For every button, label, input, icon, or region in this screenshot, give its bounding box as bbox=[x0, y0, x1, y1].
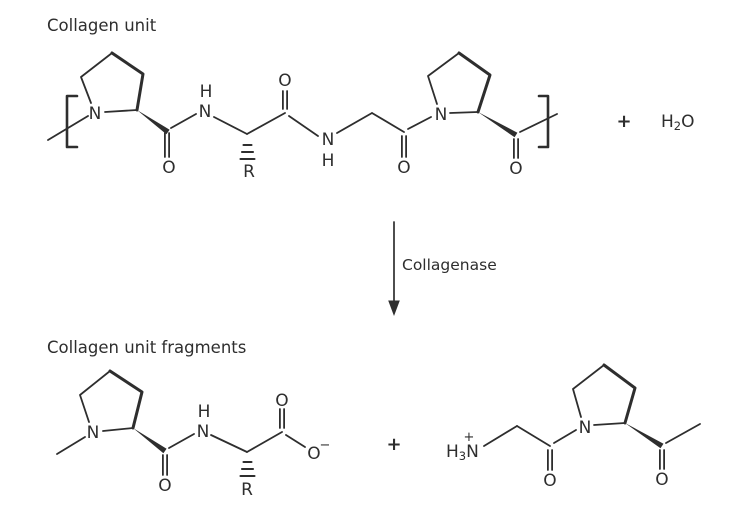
water-formula: H2O bbox=[661, 112, 695, 133]
atom-label-n: N bbox=[579, 418, 592, 438]
atom-label-n: N bbox=[87, 423, 100, 443]
n-methyl-bond bbox=[56, 436, 86, 455]
wedge-bond-4 bbox=[625, 423, 664, 449]
enzyme-label: Collagenase bbox=[402, 256, 497, 274]
top-collagen-unit-bonds bbox=[47, 51, 558, 161]
proline4-ring-bonds-bold bbox=[602, 363, 637, 425]
carbonyl2-double-bond bbox=[282, 90, 288, 110]
atom-label-o: O bbox=[397, 158, 410, 178]
carboxylate-double-bond bbox=[279, 408, 285, 429]
atom-label-r: R bbox=[243, 162, 255, 182]
chain-end-bond bbox=[519, 113, 558, 133]
atom-label-o: O bbox=[307, 444, 320, 464]
atom-label-n: N bbox=[197, 422, 210, 442]
plus-sign-bottom: + bbox=[386, 434, 401, 455]
amide3-bonds bbox=[168, 433, 248, 453]
hash-wedge-bottom bbox=[239, 460, 256, 478]
text-labels: Collagen unit Collagen unit fragments Co… bbox=[47, 16, 695, 500]
bottom-structure-title: Collagen unit fragments bbox=[47, 338, 246, 357]
fragment2-bonds bbox=[483, 363, 701, 471]
plus-sign-top: + bbox=[616, 111, 631, 132]
carboxylate-bonds bbox=[246, 431, 306, 453]
atom-label-n: N bbox=[199, 102, 212, 122]
atom-label-n: N bbox=[322, 130, 335, 150]
wedge-bond-3 bbox=[133, 428, 167, 454]
atom-label-h: H bbox=[322, 151, 335, 171]
atom-label-o: O bbox=[275, 391, 288, 411]
filled-shapes bbox=[133, 110, 664, 454]
proline1-ring-bonds bbox=[80, 52, 138, 113]
carbonyl4-double-bond bbox=[513, 138, 519, 159]
top-structure-title: Collagen unit bbox=[47, 16, 157, 35]
atom-label-h: H bbox=[200, 82, 213, 102]
chain-tail-bond bbox=[47, 115, 89, 141]
carbonyl3-double-bond bbox=[401, 135, 407, 158]
atom-label-h: H bbox=[198, 402, 211, 422]
carboxylate-minus-charge: − bbox=[320, 438, 331, 453]
bond-strokes bbox=[47, 51, 701, 478]
acetyl-methyl-bond bbox=[665, 423, 701, 444]
ammonium-bond bbox=[483, 425, 518, 447]
atom-label-o: O bbox=[278, 71, 291, 91]
atom-label-o: O bbox=[509, 159, 522, 179]
atom-label-r: R bbox=[241, 480, 253, 500]
glycine-to-ring-bond bbox=[407, 116, 432, 130]
proline1-ring-bonds-bold bbox=[110, 51, 145, 112]
proline4-ring-bonds bbox=[572, 364, 626, 426]
proline2-ring-bonds bbox=[427, 52, 479, 114]
atom-label-o: O bbox=[158, 476, 171, 496]
carbonyl7-double-bond bbox=[659, 449, 665, 470]
carbonyl1-double-bond bbox=[164, 132, 170, 158]
atom-label-n: N bbox=[435, 105, 448, 125]
ammonium-plus-charge: + bbox=[464, 430, 475, 445]
amide2-bonds bbox=[288, 112, 405, 137]
ammonium-formula: H3N bbox=[446, 442, 479, 463]
wedge-bond-1 bbox=[137, 110, 170, 135]
carbonyl6-double-bond bbox=[547, 449, 553, 471]
fragment1-bonds bbox=[56, 369, 306, 478]
alpha-carbon-bond bbox=[246, 112, 286, 135]
right-bracket bbox=[537, 94, 550, 149]
left-bracket bbox=[65, 94, 79, 149]
proline2-ring-bonds-bold bbox=[457, 51, 492, 114]
hash-wedge-top bbox=[239, 143, 256, 161]
amide1-bonds bbox=[170, 113, 248, 135]
carbonyl5-double-bond bbox=[162, 454, 168, 476]
atom-label-n: N bbox=[89, 104, 102, 124]
atom-label-o: O bbox=[655, 470, 668, 490]
proline3-ring-bonds-bold bbox=[108, 369, 144, 430]
arrow-head bbox=[388, 300, 400, 316]
glycine2-bonds bbox=[516, 425, 577, 447]
proline3-ring-bonds bbox=[79, 370, 134, 432]
atom-label-o: O bbox=[543, 471, 556, 491]
wedge-bond-2 bbox=[478, 112, 518, 138]
atom-label-o: O bbox=[162, 158, 175, 178]
